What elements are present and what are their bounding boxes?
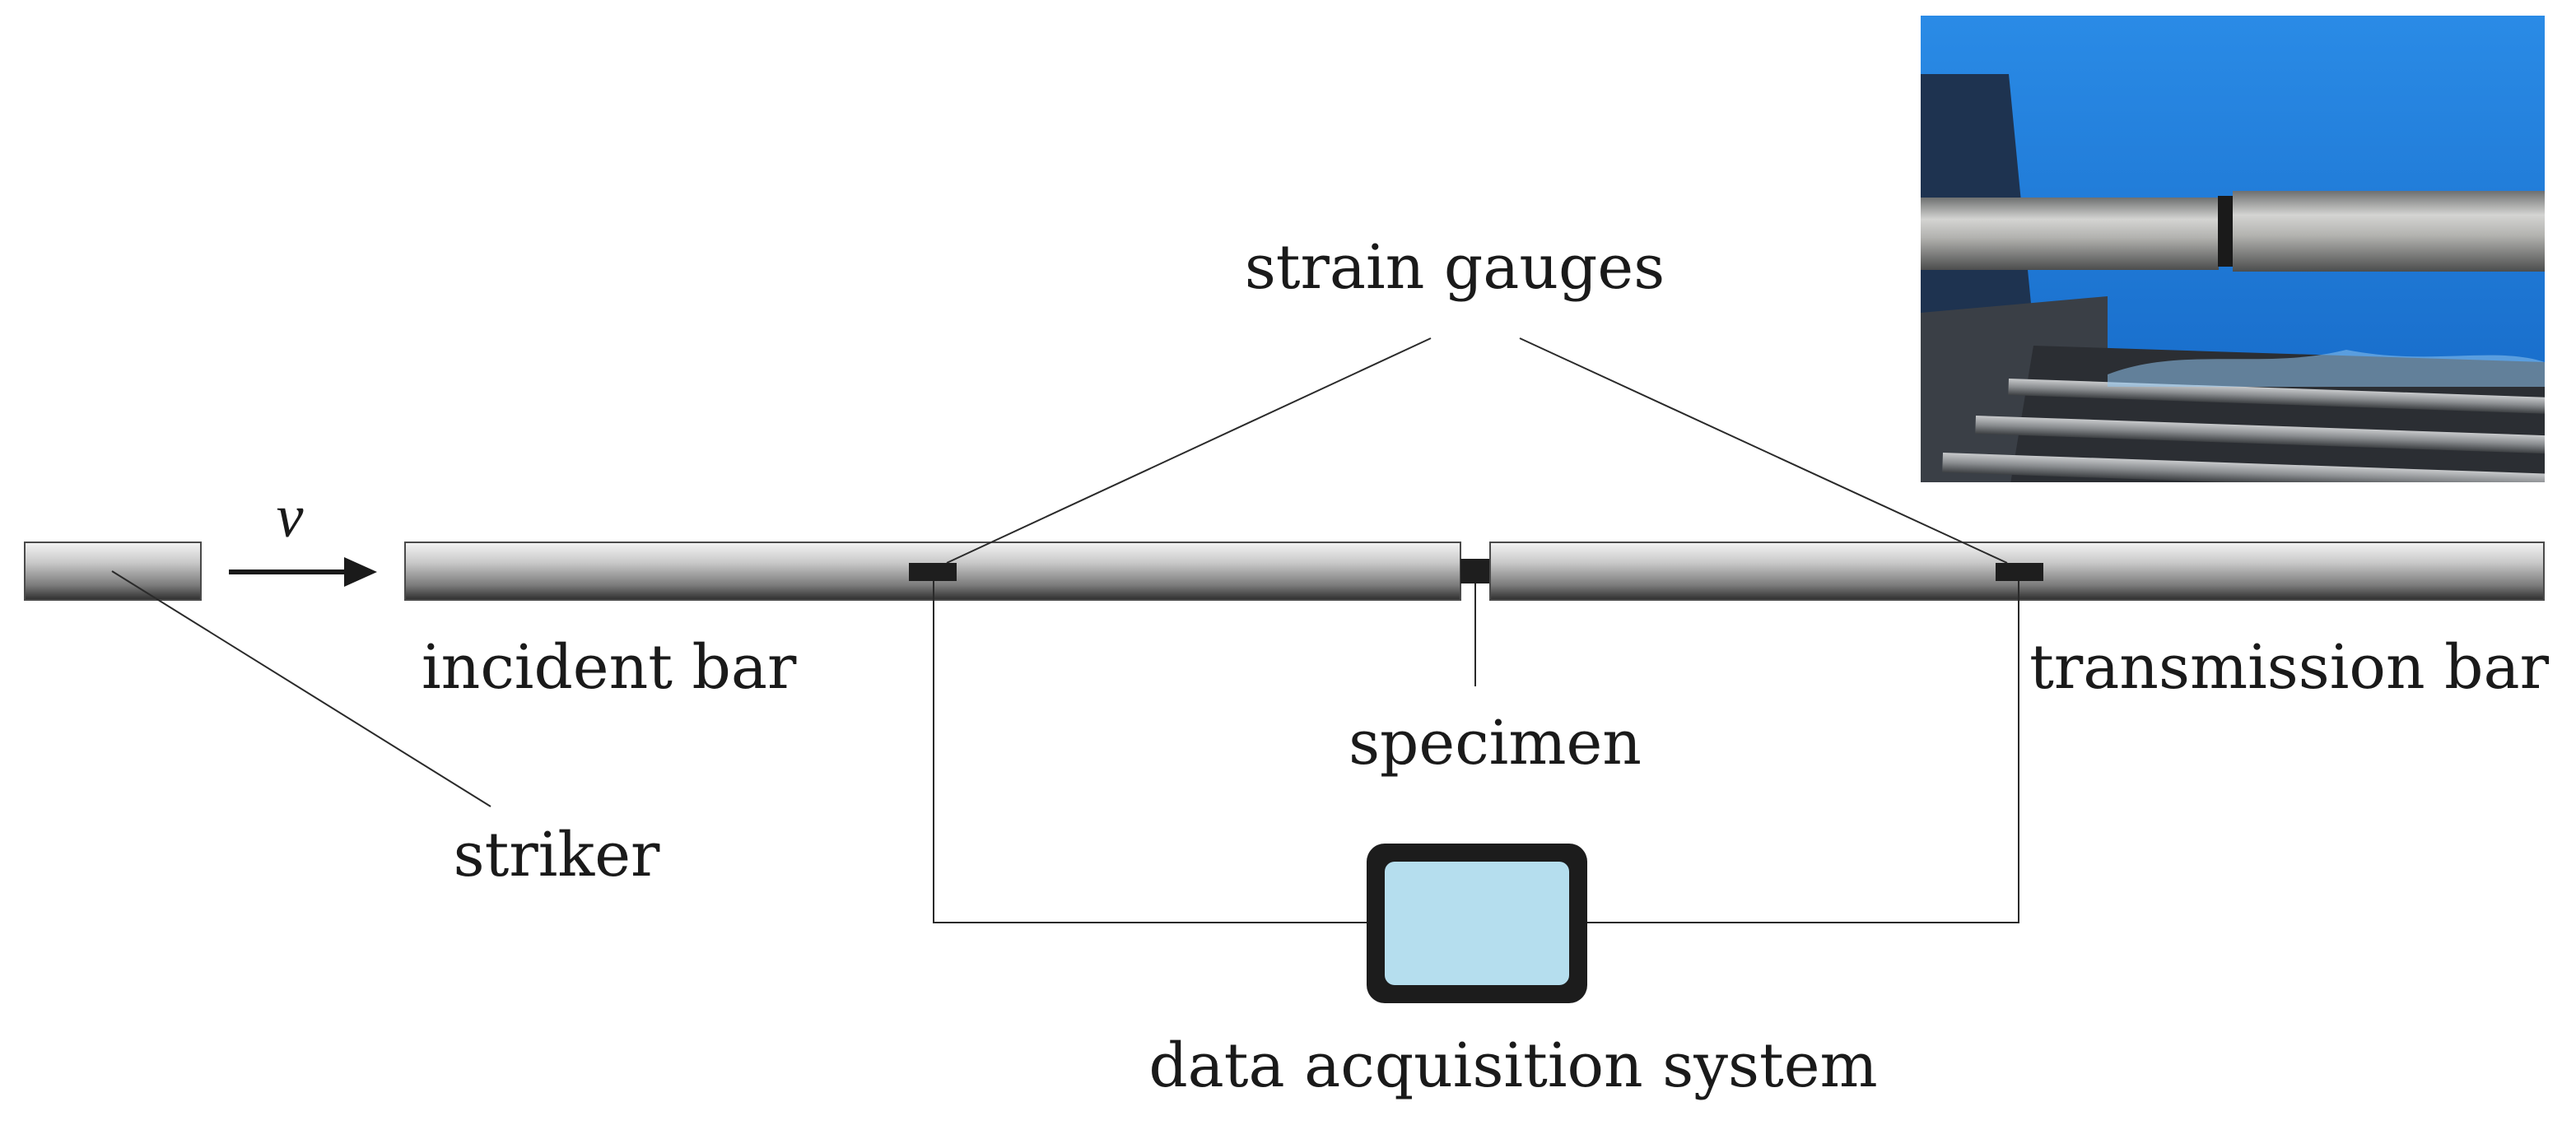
strain-gauge-transmission — [1996, 563, 2043, 581]
label-transmission-bar: transmission bar — [2029, 632, 2550, 703]
specimen — [1460, 559, 1490, 583]
leader-striker — [111, 570, 491, 807]
arrow-right-icon — [229, 557, 377, 587]
label-specimen: specimen — [1349, 708, 1642, 779]
strain-gauge-incident — [909, 563, 957, 581]
label-incident-bar: incident bar — [422, 632, 797, 703]
leader-strain-gauge-left — [946, 337, 1432, 564]
wire-incident-to-daq — [933, 581, 1367, 923]
hopkinson-bar-photo — [1921, 16, 2545, 482]
monitor-icon — [1367, 844, 1587, 1003]
label-striker: striker — [454, 820, 660, 890]
label-strain-gauges: strain gauges — [1245, 232, 1665, 303]
velocity-label: v — [277, 483, 304, 551]
label-data-acquisition-system: data acquisition system — [1148, 1030, 1877, 1101]
wire-transmission-to-daq — [1587, 581, 2019, 923]
leader-strain-gauge-right — [1519, 337, 2008, 564]
